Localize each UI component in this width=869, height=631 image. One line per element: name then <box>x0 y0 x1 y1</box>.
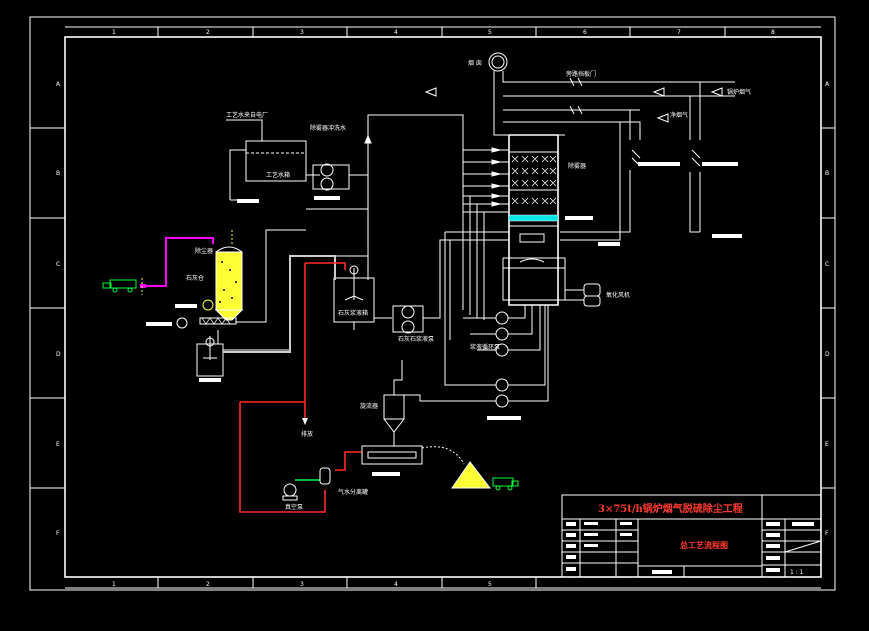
grid-row-D: D <box>56 351 61 358</box>
oxidation-fans <box>564 283 601 307</box>
bypass-valve-label: 旁路挡板门 <box>566 70 596 78</box>
project-title: 3×75t/h锅炉烟气脱硫除尘工程 <box>598 502 743 515</box>
demister-flush-label: 除雾器冲洗水 <box>310 124 346 132</box>
drawing-name: 总工艺流程图 <box>680 540 728 550</box>
tag-boxes <box>146 162 742 476</box>
grid-row-C-right: C <box>825 261 829 268</box>
chimney-label: 烟 囱 <box>468 59 482 67</box>
vacuum-pump-label: 真空泵 <box>285 503 303 511</box>
grid-top-7: 7 <box>677 29 681 36</box>
grid-top-1: 1 <box>112 29 116 36</box>
grid-top-4: 4 <box>394 29 398 36</box>
grid-top-8: 8 <box>771 29 775 36</box>
process-water-system <box>226 114 464 280</box>
scale-label: 1 : 1 <box>790 569 804 576</box>
recirculation-pumps <box>402 305 549 408</box>
grid-bottom-3: 3 <box>300 581 304 588</box>
flow-arrows <box>424 87 723 123</box>
grid-row-E-right: E <box>825 441 829 448</box>
grid-row-E: E <box>56 441 60 448</box>
grid-top-5: 5 <box>488 29 492 36</box>
drain-label: 排放 <box>301 430 313 438</box>
flue-ducts <box>493 71 735 241</box>
grid-row-B-right: B <box>825 170 829 177</box>
inner-frame <box>64 36 822 578</box>
dewatering-system: 排放 旋流器 真空泵 气水分离罐 <box>239 262 519 513</box>
lime-silo: 除尘器 石灰仓 <box>102 230 244 329</box>
grid-bottom-1: 1 <box>112 581 116 588</box>
grid-row-A-right: A <box>825 81 830 88</box>
absorber-tower: 除雾器 <box>501 134 586 306</box>
oxidation-fan-label: 氧化风机 <box>606 291 630 299</box>
lime-slurry-pump-label: 石灰石浆液泵 <box>398 335 434 343</box>
grid-row-D-right: D <box>825 351 830 358</box>
grid-row-F: F <box>56 530 60 537</box>
grid-bottom-5: 5 <box>488 581 492 588</box>
grid-bottom-4: 4 <box>394 581 398 588</box>
grid-top-2: 2 <box>206 29 210 36</box>
grid-row-A: A <box>56 81 61 88</box>
lime-silo-label: 石灰仓 <box>186 274 204 282</box>
grid-row-B: B <box>56 170 60 177</box>
chimney: 烟 囱 <box>468 52 508 72</box>
lime-slurry-tank-label: 石灰浆液箱 <box>338 309 368 317</box>
process-water-source-label: 工艺水来自电厂 <box>226 111 268 119</box>
title-block: 3×75t/h锅炉烟气脱硫除尘工程 总工艺流程图 1 : 1 <box>561 494 822 578</box>
separator-label: 气水分离罐 <box>338 488 368 496</box>
dust-collector-label: 除尘器 <box>195 247 213 255</box>
process-water-tank-label: 工艺水箱 <box>266 171 290 179</box>
inlet-flue-label: 锅炉烟气 <box>727 88 751 96</box>
thickener-label: 旋流器 <box>360 402 378 410</box>
demister-label: 除雾器 <box>568 162 586 170</box>
grid-row-F-right: F <box>825 530 829 537</box>
grid-row-C: C <box>56 261 60 268</box>
grid-top-3: 3 <box>300 29 304 36</box>
outer-frame <box>29 16 836 591</box>
spray-headers <box>444 147 509 360</box>
grid-bottom-2: 2 <box>206 581 210 588</box>
outlet-flue-label: 净烟气 <box>670 111 688 119</box>
recirc-pump-label: 浆液循环泵 <box>470 343 500 351</box>
grid-top-6: 6 <box>583 29 587 36</box>
